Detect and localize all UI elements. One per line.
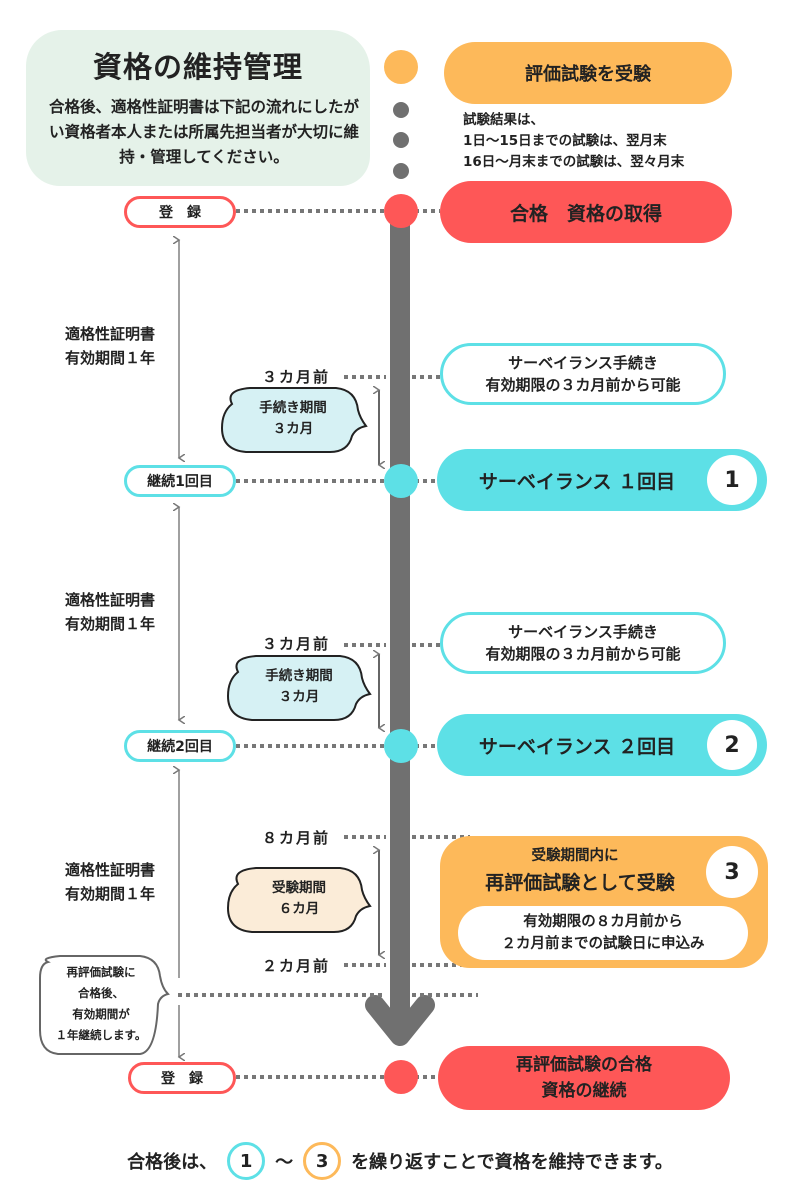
bubble-procedure-text: 手続き期間 ３カ月 [232, 666, 366, 708]
surveillance2-step: サーベイランス ２回目 2 [437, 714, 767, 776]
bubble-line: ３カ月 [272, 421, 314, 437]
bubble-line: 再評価試験に [66, 965, 136, 979]
step-number-2: 2 [707, 720, 757, 770]
validity-line: 有効期間１年 [64, 349, 155, 367]
reeval-detail-line: 有効期限の８カ月前から [523, 914, 683, 930]
register-tag: 登 録 [124, 196, 236, 228]
reeval-pass-dot [384, 1060, 418, 1094]
bubble-renewal [39, 955, 170, 1055]
reeval-detail: 有効期限の８カ月前から ２カ月前までの試験日に申込み [458, 906, 748, 960]
procedure-line: サーベイランス手続き [508, 354, 658, 372]
surveillance1-label: サーベイランス １回目 [478, 470, 676, 493]
footer-circle-3: 3 [303, 1142, 342, 1180]
validity-note-1: 適格性証明書 有効期間１年 [50, 322, 170, 370]
dotted-connectors [178, 209, 478, 1079]
validity-note-2: 適格性証明書 有効期間１年 [50, 588, 170, 636]
pass-step: 合格 資格の取得 [440, 181, 732, 243]
result-note-line: 1日～15日までの試験は、翌月末 [463, 133, 667, 149]
bubble-line: ６カ月 [278, 901, 320, 917]
bubble-exam-period-text: 受験期間 ６カ月 [232, 878, 366, 920]
bubble-line: １年継続します。 [55, 1028, 147, 1042]
reeval-pass-line: 資格の継続 [541, 1081, 627, 1101]
pass-dot [384, 194, 418, 228]
page-title: 資格の維持管理 [92, 50, 303, 84]
procedure-line: 有効期限の３カ月前から可能 [485, 376, 681, 394]
reeval-top-label: 受験期間内に [531, 848, 619, 864]
register-tag-2: 登 録 [128, 1062, 236, 1094]
month-label-2: ２カ月前 [262, 957, 331, 975]
validity-note-3: 適格性証明書 有効期間１年 [50, 858, 170, 906]
bubble-renewal-text: 再評価試験に 合格後、 有効期間が １年継続します。 [40, 962, 162, 1046]
reeval-pass-line: 再評価試験の合格 [516, 1055, 652, 1075]
wait-dot [393, 163, 409, 179]
exam-step: 評価試験を受験 [444, 42, 732, 104]
reeval-pass-step: 再評価試験の合格 資格の継続 [438, 1046, 730, 1110]
procedure-line: サーベイランス手続き [508, 623, 658, 641]
reeval-detail-line: ２カ月前までの試験日に申込み [501, 936, 705, 952]
validity-line: 有効期間１年 [64, 885, 155, 903]
bubble-line: 受験期間 [272, 880, 326, 896]
validity-line: 適格性証明書 [64, 591, 155, 609]
bubble-exam-period [226, 867, 372, 933]
footer-tilde: ～ [275, 1152, 294, 1173]
timeline-arrowhead [365, 995, 435, 1046]
month-label-3: ３カ月前 [262, 368, 331, 386]
title-panel [26, 30, 370, 186]
timeline-bar [390, 210, 410, 1020]
month-label-8: ８カ月前 [262, 829, 331, 847]
validity-line: 適格性証明書 [64, 861, 155, 879]
bubble-procedure-2 [226, 655, 372, 721]
exam-dot [384, 50, 418, 84]
surveillance-procedure-2: サーベイランス手続き 有効期限の３カ月前から可能 [440, 612, 726, 674]
bubble-line: 手続き期間 [265, 668, 333, 684]
surveillance2-label: サーベイランス ２回目 [478, 735, 676, 758]
intro-text: 合格後、適格性証明書は下記の流れにしたがい資格者本人または所属先担当者が大切に維… [48, 98, 359, 166]
bubble-line: 合格後、 [78, 986, 124, 1000]
footer-text: 合格後は、 [127, 1152, 218, 1173]
wait-dot [393, 102, 409, 118]
step-number-3: 3 [706, 846, 758, 898]
bubble-line: 有効期間が [72, 1007, 130, 1021]
footer-text: を繰り返すことで資格を維持できます。 [351, 1152, 673, 1173]
footer-circle-1: 1 [227, 1142, 266, 1180]
continue1-tag: 継続1回目 [124, 465, 236, 497]
result-note-line: 試験結果は、 [463, 112, 544, 128]
result-note: 試験結果は、 1日～15日までの試験は、翌月末 16日～月末までの試験は、翌々月… [463, 110, 684, 173]
continue2-tag: 継続2回目 [124, 730, 236, 762]
result-note-line: 16日～月末までの試験は、翌々月末 [463, 154, 685, 170]
footer-note: 合格後は、 1 ～ 3 を繰り返すことで資格を維持できます。 [0, 1142, 800, 1180]
bubble-procedure-text: 手続き期間 ３カ月 [226, 398, 360, 440]
surveillance2-dot [384, 729, 418, 763]
validity-line: 有効期間１年 [64, 615, 155, 633]
surveillance-procedure-1: サーベイランス手続き 有効期限の３カ月前から可能 [440, 343, 726, 405]
step-number-1: 1 [707, 455, 757, 505]
bubble-line: ３カ月 [278, 689, 320, 705]
wait-dot [393, 132, 409, 148]
month-label-3: ３カ月前 [262, 635, 331, 653]
validity-line: 適格性証明書 [64, 325, 155, 343]
reeval-main-label: 再評価試験として受験 [485, 872, 675, 894]
bubble-procedure-1 [220, 387, 368, 453]
reeval-step: 受験期間内に 再評価試験として受験 3 有効期限の８カ月前から ２カ月前までの試… [440, 836, 768, 968]
procedure-line: 有効期限の３カ月前から可能 [485, 645, 681, 663]
bubble-line: 手続き期間 [259, 400, 327, 416]
surveillance1-dot [384, 464, 418, 498]
surveillance1-step: サーベイランス １回目 1 [437, 449, 767, 511]
